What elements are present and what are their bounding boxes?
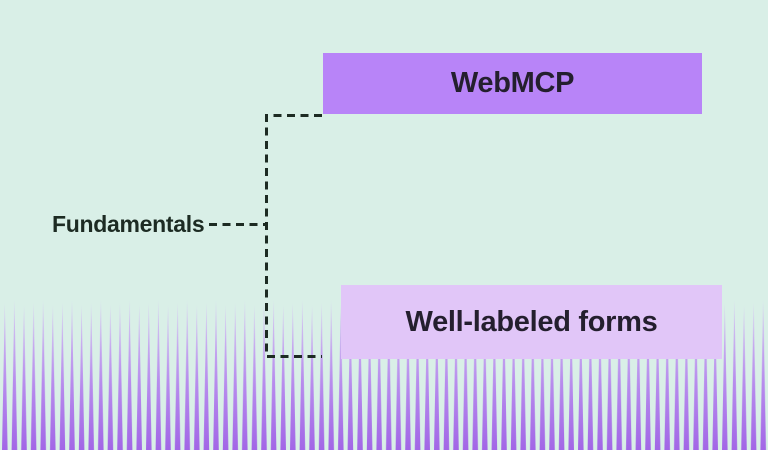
node-webmcp-label: WebMCP bbox=[450, 67, 575, 99]
node-well-labeled-forms: Well-labeled forms bbox=[341, 285, 722, 359]
parent-label-fundamentals: Fundamentals bbox=[52, 211, 205, 237]
node-webmcp: WebMCP bbox=[323, 53, 702, 114]
node-well-labeled-forms-label: Well-labeled forms bbox=[405, 305, 658, 338]
